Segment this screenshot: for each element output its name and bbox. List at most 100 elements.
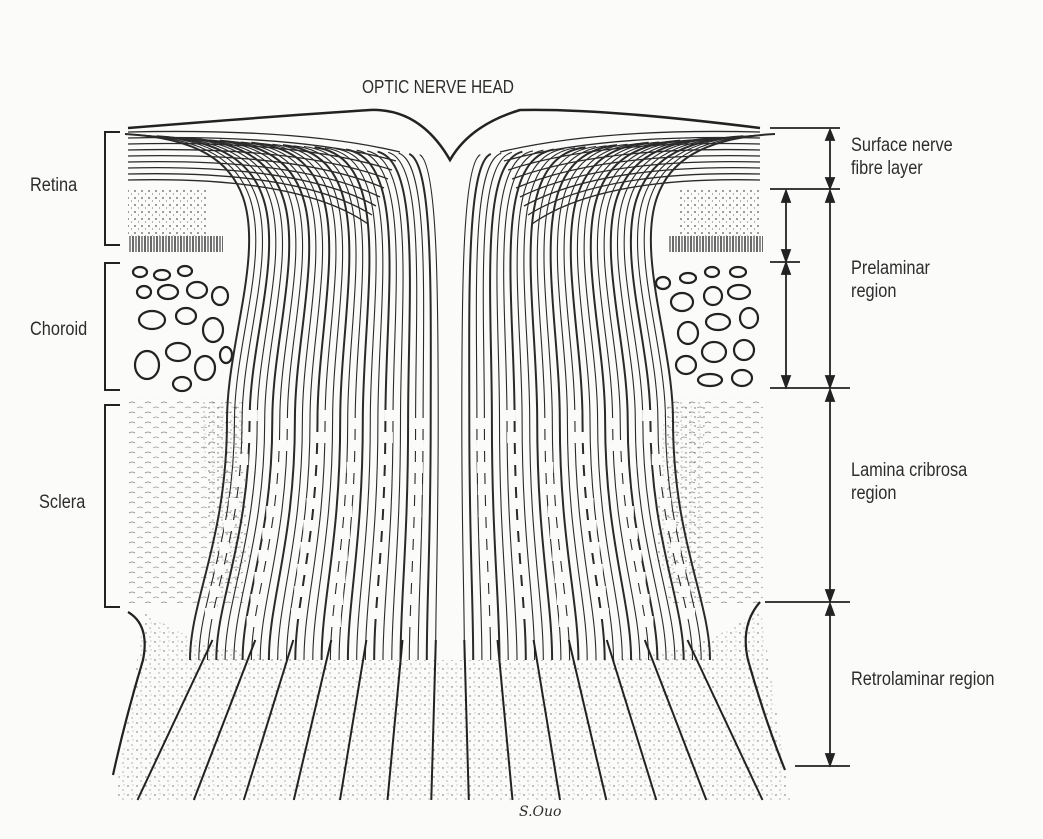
lamina-pore [510, 476, 520, 487]
lamina-pore [251, 594, 261, 605]
lamina-pore [380, 476, 390, 487]
lamina-pore [593, 564, 603, 575]
figure-title: OPTIC NERVE HEAD [362, 76, 514, 99]
lamina-pore [409, 594, 419, 605]
surface-label-line1: Surface nerve [851, 134, 953, 157]
lamina-pore [319, 410, 329, 421]
lamina-pore [445, 520, 455, 531]
lamina-pore [371, 608, 381, 619]
right-measure-lines [765, 128, 850, 766]
lamina-pore [543, 462, 553, 473]
nerve-fibre [336, 149, 383, 660]
lamina-pore [340, 528, 350, 539]
lamina-pore [409, 572, 419, 583]
choroid-vessels-right [656, 267, 758, 386]
lamina-pore [205, 608, 215, 619]
lamina-pore [515, 542, 525, 553]
retrolaminar-region-label: Retrolaminar region [851, 668, 994, 691]
lamina-pore [335, 572, 345, 583]
lamina-pore [666, 520, 676, 531]
lamina-pore [347, 462, 357, 473]
lamina-pore [410, 550, 420, 561]
lamina-pore [652, 454, 662, 465]
nerve-fibre [517, 149, 564, 660]
lamina-pore [445, 542, 455, 553]
lamina-pore [254, 572, 264, 583]
lamina-pore [476, 440, 486, 451]
lamina-pore [215, 564, 225, 575]
lamina-pore [657, 476, 667, 487]
retrolaminar-nerve [115, 605, 790, 800]
lamina-pore [581, 476, 591, 487]
lamina-pore [258, 550, 268, 561]
lamina-pore [584, 498, 594, 509]
lamina-pore [445, 432, 455, 443]
lamina-pore [374, 564, 384, 575]
retina-layers-left [128, 188, 223, 252]
prelaminar-label-line2: region [851, 280, 930, 303]
lamina-label-line1: Lamina cribrosa [851, 459, 967, 482]
lamina-label-line2: region [851, 482, 967, 505]
lamina-pore [351, 418, 361, 429]
lamina-pore [507, 432, 517, 443]
lamina-pore [229, 498, 239, 509]
lamina-pore [476, 418, 486, 429]
lamina-cribrosa-plates [205, 410, 695, 627]
lamina-pore [479, 506, 489, 517]
lamina-pore [578, 454, 588, 465]
lamina-pore [445, 476, 455, 487]
lamina-pore [616, 462, 626, 473]
lamina-pore [313, 454, 323, 465]
lamina-pore [517, 586, 527, 597]
retina-layers-right [668, 188, 763, 252]
retina-label: Retina [30, 174, 77, 197]
lamina-pore [643, 616, 653, 627]
lamina-pore [445, 608, 455, 619]
lamina-pore [541, 440, 551, 451]
lamina-pore [414, 418, 424, 429]
lamina-pore [309, 476, 319, 487]
lamina-pore [316, 432, 326, 443]
nerve-fibre [490, 152, 522, 660]
lamina-pore [411, 528, 421, 539]
lamina-pore [482, 616, 492, 627]
lamina-pore [624, 506, 634, 517]
lamina-pore [297, 564, 307, 575]
lamina-pore [557, 594, 567, 605]
lamina-pore [445, 498, 455, 509]
lamina-pore [412, 484, 422, 495]
lamina-pore [333, 594, 343, 605]
lamina-pore [590, 542, 600, 553]
lamina-pore [243, 432, 253, 443]
lamina-pore [445, 586, 455, 597]
lamina-pore [349, 440, 359, 451]
lamina-pore [303, 520, 313, 531]
lamina-pore [676, 564, 686, 575]
lamina-pore [278, 440, 288, 451]
left-brackets [105, 132, 120, 607]
lamina-pore [479, 528, 489, 539]
lamina-pore [342, 506, 352, 517]
lamina-pore [642, 410, 652, 421]
lamina-pore [620, 484, 630, 495]
lamina-pore [379, 498, 389, 509]
lamina-pore [539, 418, 549, 429]
lamina-pore [477, 462, 487, 473]
lamina-pore [482, 594, 492, 605]
lamina-pore [445, 454, 455, 465]
lamina-pore [224, 520, 234, 531]
lamina-pore [248, 410, 258, 421]
lamina-pore [512, 498, 522, 509]
lamina-pore [612, 440, 622, 451]
lamina-pore [506, 410, 516, 421]
artist-signature: S.Ouo [519, 801, 561, 824]
lamina-pore [381, 454, 391, 465]
lamina-pore [270, 484, 280, 495]
lamina-pore [306, 498, 316, 509]
lamina-pore [513, 520, 523, 531]
lamina-pore [546, 484, 556, 495]
lamina-pore [636, 572, 646, 583]
sclera-label: Sclera [39, 491, 85, 514]
lamina-pore [274, 462, 284, 473]
